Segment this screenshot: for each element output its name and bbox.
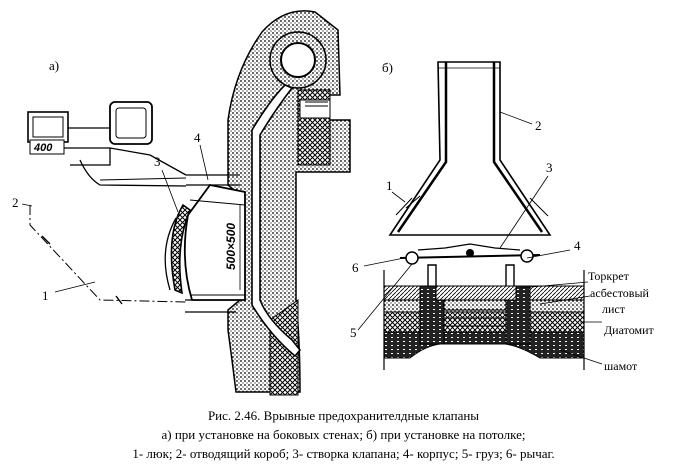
outlet-chimney [388, 61, 552, 236]
material-asbestos-1: асбестовый [590, 286, 650, 300]
opening-lining [419, 285, 531, 345]
material-torkret: Торкрет [588, 269, 630, 283]
leader-5-b [357, 263, 413, 331]
figure-caption-title: Рис. 2.46. Врывные предохранителдные кла… [207, 408, 480, 423]
top-duct-opening [280, 42, 316, 78]
diagram-b: б) 1 2 3 4 [350, 60, 654, 373]
material-diatomite: Диатомит [604, 323, 654, 337]
leader-1-b [391, 191, 406, 203]
outlet-box-left-inner [32, 116, 64, 138]
callout-b-5: 5 [350, 325, 357, 340]
roof-boundaries [383, 270, 585, 370]
layer-torkret [383, 285, 585, 301]
opening-courses [444, 309, 506, 327]
panel-label-a: а) [49, 58, 59, 73]
outlet-box-right [109, 101, 153, 145]
vertical-channel [251, 84, 302, 358]
leader-3-a [161, 169, 179, 213]
callout-b-6: 6 [352, 260, 359, 275]
outlet-duct-curve [79, 159, 187, 187]
leader-4-b [526, 249, 571, 259]
callout-b-4: 4 [574, 238, 581, 253]
lever-weight-right [520, 249, 534, 263]
callout-b-2: 2 [535, 118, 542, 133]
swing-ticks [41, 235, 123, 305]
valve-body [183, 184, 246, 301]
leader-6-b [363, 257, 405, 267]
dimension-500: 500×500 [224, 223, 238, 270]
callout-b-1: 1 [386, 178, 393, 193]
callout-a-4: 4 [194, 130, 201, 145]
outlet-duct-lines [64, 147, 187, 176]
layer-diatomite [383, 311, 585, 333]
hatch-lid-right [529, 197, 549, 217]
layer-chamotte [383, 331, 585, 359]
material-leaders [519, 281, 603, 365]
valve-flap-swing [164, 217, 177, 291]
valve-flap [170, 203, 191, 295]
leader-2-a [21, 203, 33, 207]
dim-400-box [29, 139, 65, 155]
hatch-lid-left [395, 195, 421, 216]
figure-caption-subtitle: а) при установке на боковых стенах; б) п… [161, 427, 526, 442]
material-asbestos-2: лист [602, 302, 626, 316]
lever-pivot [466, 249, 474, 257]
dimension-400: 400 [33, 142, 53, 154]
callout-a-3: 3 [154, 154, 161, 169]
leader-1-a [54, 281, 96, 293]
leader-3-b [499, 175, 549, 249]
leader-4-a [199, 144, 209, 181]
flap-swing-path [29, 205, 187, 303]
figure-caption-legend: 1- люк; 2- отводящий короб; 3- створка к… [132, 446, 555, 461]
leader-2-b [499, 111, 533, 125]
outlet-box-right-inner [115, 107, 147, 139]
panel-label-b: б) [382, 60, 393, 75]
wall-notch-marks [305, 101, 328, 107]
lever-weight-left [405, 251, 419, 265]
valve-body-edges [189, 199, 246, 296]
callout-a-1: 1 [42, 288, 49, 303]
material-chamotte: шамот [604, 359, 638, 373]
valve-flap-b [417, 243, 521, 251]
wall-notch [299, 99, 331, 119]
outlet-duct-edge [99, 177, 187, 181]
callout-a-2: 2 [12, 195, 19, 210]
callout-b-3: 3 [546, 160, 553, 175]
diagram-a: а) 500×500 400 [12, 10, 351, 396]
wall-insulation-lower [269, 299, 299, 396]
